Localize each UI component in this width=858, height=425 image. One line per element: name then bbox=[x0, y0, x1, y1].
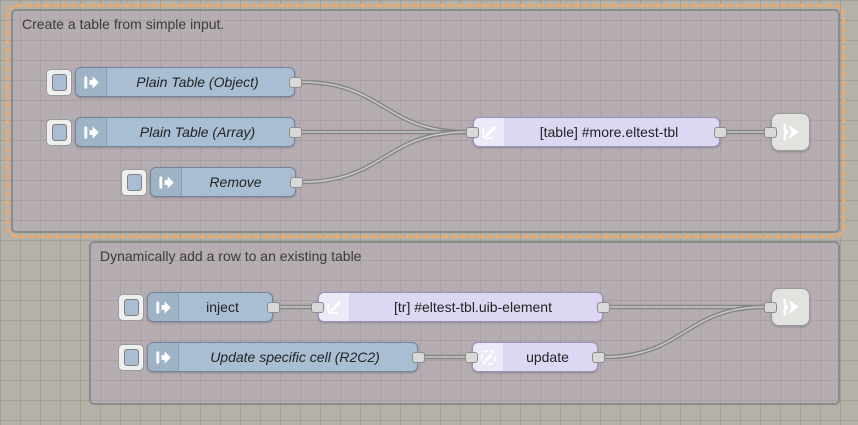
link-out-node-1[interactable] bbox=[764, 113, 810, 151]
inject-arrow-icon bbox=[148, 343, 179, 371]
uib-update-node-update[interactable]: update bbox=[465, 342, 605, 372]
inject-node-plain-table-object[interactable]: Plain Table (Object) bbox=[46, 67, 302, 97]
inject-arrow-icon bbox=[151, 168, 182, 196]
inject-trigger-button-face bbox=[123, 298, 139, 316]
inject-trigger-button[interactable] bbox=[46, 68, 72, 96]
wire-n9-n10[interactable] bbox=[601, 304, 768, 360]
node-label: Plain Table (Object) bbox=[136, 74, 259, 90]
uib-element-node-table[interactable]: [table] #more.eltest-tbl bbox=[466, 117, 727, 147]
node-label: [tr] #eltest-tbl.uib-element bbox=[394, 299, 552, 315]
output-port[interactable] bbox=[267, 301, 280, 313]
node-label: [table] #more.eltest-tbl bbox=[539, 124, 679, 140]
inject-trigger-button[interactable] bbox=[121, 168, 147, 196]
input-port[interactable] bbox=[466, 126, 479, 138]
output-port[interactable] bbox=[592, 351, 605, 363]
inject-node-inject[interactable]: inject bbox=[118, 292, 280, 322]
output-port[interactable] bbox=[412, 351, 425, 363]
wire-n3-n4[interactable] bbox=[299, 129, 470, 185]
pencil-square-icon bbox=[319, 293, 350, 321]
pencil-square-icon bbox=[474, 118, 505, 146]
inject-trigger-button[interactable] bbox=[46, 118, 72, 146]
input-port[interactable] bbox=[465, 351, 478, 363]
output-port[interactable] bbox=[597, 301, 610, 313]
inject-trigger-button-face bbox=[51, 73, 67, 91]
inject-node-update-specific-cell[interactable]: Update specific cell (R2C2) bbox=[118, 342, 425, 372]
node-label: inject bbox=[206, 299, 239, 315]
inject-trigger-button[interactable] bbox=[118, 293, 144, 321]
link-out-arrow-icon bbox=[772, 114, 809, 150]
link-out-node-2[interactable] bbox=[764, 288, 810, 326]
inject-node-remove[interactable]: Remove bbox=[121, 167, 303, 197]
link-out-arrow-icon bbox=[772, 289, 809, 325]
output-port[interactable] bbox=[289, 76, 302, 88]
uib-element-node-tr[interactable]: [tr] #eltest-tbl.uib-element bbox=[311, 292, 610, 322]
node-label: update bbox=[526, 349, 569, 365]
output-port[interactable] bbox=[290, 176, 303, 188]
input-port[interactable] bbox=[311, 301, 324, 313]
input-port[interactable] bbox=[764, 301, 777, 313]
wire-n1-n4[interactable] bbox=[298, 79, 470, 135]
output-port[interactable] bbox=[289, 126, 302, 138]
inject-trigger-button-face bbox=[51, 123, 67, 141]
group-label: Create a table from simple input. bbox=[22, 16, 225, 32]
node-group-g2[interactable]: Dynamically add a row to an existing tab… bbox=[89, 241, 840, 405]
pencil-circle-icon bbox=[473, 343, 504, 371]
node-label: Update specific cell (R2C2) bbox=[210, 349, 380, 365]
inject-node-plain-table-array[interactable]: Plain Table (Array) bbox=[46, 117, 302, 147]
inject-arrow-icon bbox=[76, 68, 107, 96]
group-label: Dynamically add a row to an existing tab… bbox=[100, 248, 362, 264]
inject-arrow-icon bbox=[148, 293, 179, 321]
node-label: Remove bbox=[209, 174, 262, 190]
inject-trigger-button-face bbox=[126, 173, 142, 191]
input-port[interactable] bbox=[764, 126, 777, 138]
output-port[interactable] bbox=[714, 126, 727, 138]
inject-trigger-button-face bbox=[123, 348, 139, 366]
node-label: Plain Table (Array) bbox=[139, 124, 256, 140]
inject-arrow-icon bbox=[76, 118, 107, 146]
inject-trigger-button[interactable] bbox=[118, 343, 144, 371]
